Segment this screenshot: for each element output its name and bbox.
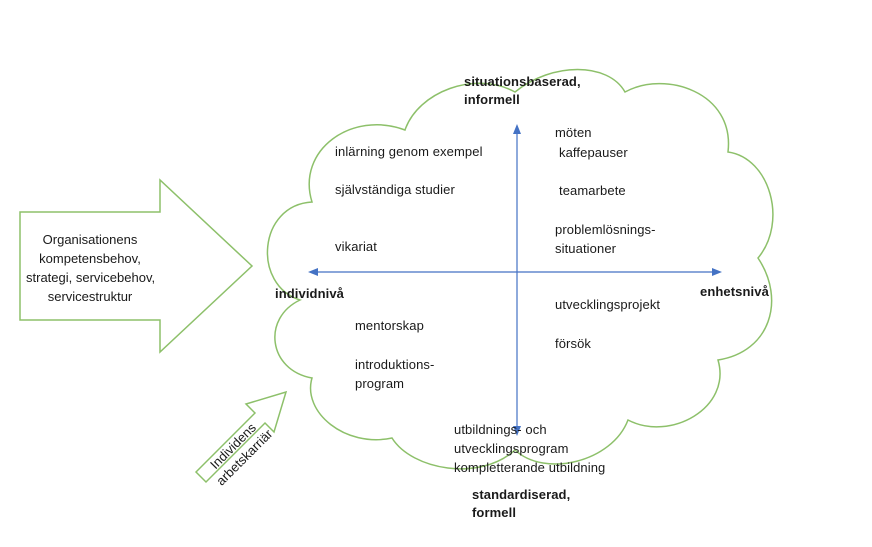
- item-top-left: inlärning genom exempel: [335, 144, 483, 159]
- item-bottom-center: utbildnings- och: [454, 422, 547, 437]
- item-bottom-right: utvecklingsprojekt: [555, 297, 661, 312]
- input-arrow-line: Organisationens: [42, 232, 138, 247]
- input-arrow-shape: [19, 178, 254, 354]
- item-top-right: teamarbete: [559, 183, 626, 198]
- item-top-right: problemlösnings-: [555, 222, 656, 237]
- item-bottom-center: utvecklingsprogram: [454, 441, 569, 456]
- item-bottom-left: program: [355, 376, 405, 391]
- input-arrow-text: Organisationens kompetensbehov, strategi…: [26, 230, 156, 306]
- cloud-outline: [266, 68, 774, 470]
- item-bottom-center: kompletterande utbildning: [454, 460, 606, 475]
- item-bottom-left: introduktions-: [355, 357, 435, 372]
- axis-bottom-label-line2: formell: [472, 505, 517, 520]
- axis-top-label-line1: situationsbaserad,: [464, 74, 581, 89]
- item-top-left: självständiga studier: [335, 182, 455, 197]
- input-arrow-line: servicestruktur: [47, 289, 133, 304]
- item-bottom-right: försök: [555, 336, 592, 351]
- axes: [308, 124, 722, 436]
- item-top-right: möten: [555, 125, 592, 140]
- career-arrow-shape: [194, 390, 288, 484]
- item-top-right: situationer: [555, 241, 617, 256]
- item-top-left: vikariat: [335, 239, 377, 254]
- input-arrow-line: strategi, servicebehov,: [26, 270, 156, 285]
- axis-bottom-label-line1: standardiserad,: [472, 487, 571, 502]
- axis-right-label: enhetsnivå: [700, 284, 769, 299]
- input-arrow-line: kompetensbehov,: [39, 251, 141, 266]
- axis-left-label: individnivå: [275, 286, 345, 301]
- item-top-right: kaffepauser: [559, 145, 628, 160]
- item-bottom-left: mentorskap: [355, 318, 424, 333]
- axis-top-label-line2: informell: [464, 92, 520, 107]
